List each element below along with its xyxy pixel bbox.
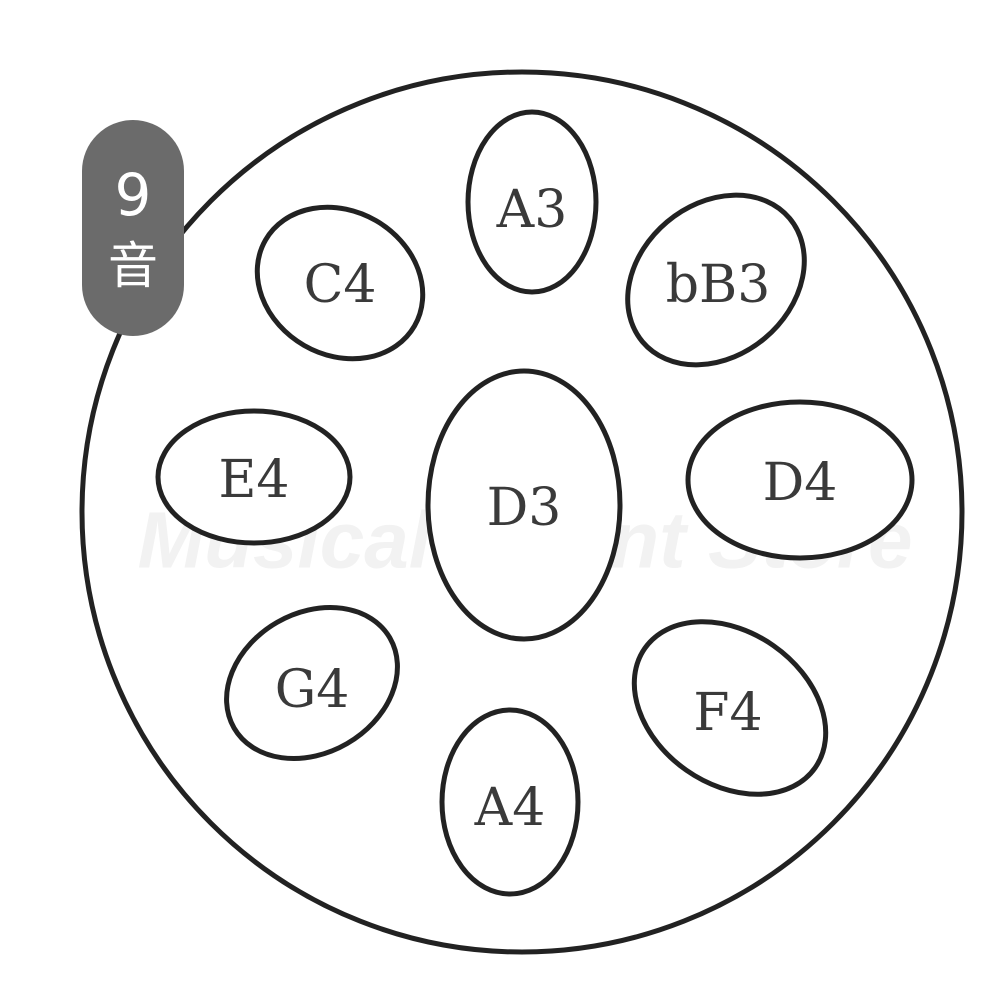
note-count-badge: 9 音 xyxy=(82,120,184,336)
note-d4-outline xyxy=(685,399,915,561)
note-count-number: 9 xyxy=(115,161,152,229)
note-g4-label: G4 xyxy=(275,660,350,720)
note-e4: E4 xyxy=(155,408,353,546)
note-f4-outline xyxy=(631,619,829,797)
note-d3: D3 xyxy=(425,368,623,642)
note-count-unit: 音 xyxy=(108,237,158,295)
note-c4 xyxy=(254,204,426,362)
note-a3: A3 xyxy=(465,109,599,295)
note-d4: D4 xyxy=(685,399,915,561)
note-a3-label: A3 xyxy=(496,180,568,240)
note-bb3 xyxy=(625,192,807,368)
note-a4-outline xyxy=(439,707,581,897)
note-d3-label: D3 xyxy=(487,478,562,538)
note-bb3-outline xyxy=(625,192,807,368)
note-a3-outline xyxy=(465,109,599,295)
note-a4-label: A4 xyxy=(474,778,546,838)
note-c4-outline xyxy=(254,204,426,362)
note-count-badge-bg xyxy=(82,120,184,336)
note-e4-outline xyxy=(155,408,353,546)
note-d3-outline xyxy=(425,368,623,642)
note-bb3-label: bB3 xyxy=(666,255,771,315)
note-c4-label: C4 xyxy=(304,255,377,315)
note-g4 xyxy=(224,605,400,761)
note-g4-outline xyxy=(224,605,400,761)
note-a4: A4 xyxy=(439,707,581,897)
note-f4-label: F4 xyxy=(693,683,762,743)
note-f4 xyxy=(631,619,829,797)
note-d4-label: D4 xyxy=(763,453,838,513)
note-e4-label: E4 xyxy=(218,450,289,510)
